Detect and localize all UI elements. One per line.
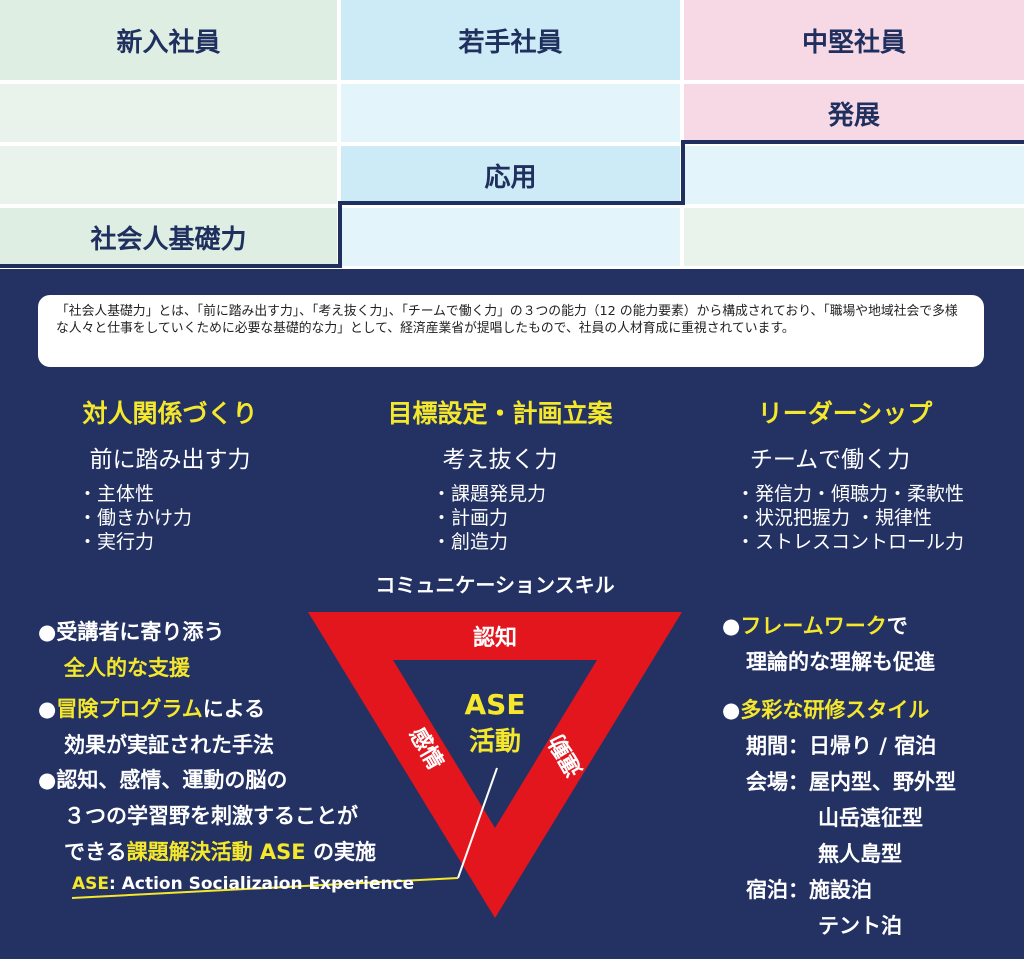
left-point-3-line3: できる課題解決活動 ASE の実施 bbox=[38, 834, 376, 870]
column-header-new-label: 新入社員 bbox=[116, 27, 221, 58]
adventure-program-text: 冒険プログラム bbox=[56, 697, 203, 721]
grid-cell bbox=[684, 208, 1024, 266]
list-item: ・計画力 bbox=[432, 507, 509, 529]
grid-cell bbox=[684, 146, 1024, 204]
list-item: ・ストレスコントロール力 bbox=[736, 531, 965, 553]
level-development: 発展 bbox=[684, 84, 1024, 142]
ability-items-list: ・課題発見力 ・計画力 ・創造力 bbox=[432, 482, 546, 554]
column-header-young-label: 若手社員 bbox=[458, 27, 563, 58]
staircase-line bbox=[0, 140, 1024, 268]
training-style-text: 多彩な研修スタイル bbox=[740, 698, 930, 722]
level-basic-label: 社会人基礎力 bbox=[90, 224, 247, 255]
right-point-1: ●フレームワークで 理論的な理解も促進 bbox=[722, 608, 935, 680]
training-venue: 会場：屋内型、野外型 bbox=[746, 770, 956, 794]
column-header-young: 若手社員 bbox=[341, 0, 680, 80]
column-header-new: 新入社員 bbox=[0, 0, 337, 80]
description-box: 「社会人基礎力」とは、「前に踏み出す力」、「考え抜く力」、「チームで働く力」の３… bbox=[38, 295, 984, 367]
left-point-1: ●受講者に寄り添う 全人的な支援 bbox=[38, 614, 224, 686]
left-point-3: ●認知、感情、運動の脳の ３つの学習野を刺激することが できる課題解決活動 AS… bbox=[38, 762, 376, 870]
level-application-label: 応用 bbox=[484, 162, 537, 193]
ase-activity-text: 課題解決活動 ASE bbox=[126, 840, 306, 864]
left-point-2-line2: 効果が実証された手法 bbox=[64, 733, 274, 757]
training-period: 期間：日帰り / 宿泊 bbox=[746, 734, 937, 758]
category-title-relationship: 対人関係づくり bbox=[82, 399, 258, 428]
right-point-1-suffix: で bbox=[886, 614, 908, 638]
bullet-dot: ● bbox=[722, 698, 741, 722]
training-venue-mountain: 山岳遠征型 bbox=[818, 806, 923, 830]
left-point-1-line2: 全人的な支援 bbox=[64, 656, 190, 680]
list-item: ・実行力 bbox=[78, 531, 155, 553]
category-title-goal-planning: 目標設定・計画立案 bbox=[387, 399, 613, 428]
ability-teamwork: チームで働く力 bbox=[749, 447, 911, 473]
list-item: ・主体性 bbox=[78, 483, 155, 505]
right-point-1-line2: 理論的な理解も促進 bbox=[746, 650, 935, 674]
list-item: ・発信力・傾聴力・柔軟性 bbox=[736, 483, 965, 505]
list-item: ・創造力 bbox=[432, 531, 509, 553]
ase-definition: ASE: Action Socializaion Experience bbox=[72, 874, 414, 894]
level-development-label: 発展 bbox=[827, 100, 880, 131]
column-header-mid: 中堅社員 bbox=[684, 0, 1024, 80]
left-point-1-line1: ●受講者に寄り添う bbox=[38, 620, 225, 644]
bullet-dot: ● bbox=[38, 697, 57, 721]
grid-cell bbox=[341, 208, 680, 266]
right-point-2-line1: ●多彩な研修スタイル bbox=[722, 692, 956, 728]
grid-cell bbox=[341, 84, 680, 142]
level-application: 応用 bbox=[341, 146, 680, 204]
left-point-3-line1: ●認知、感情、運動の脳の bbox=[38, 768, 288, 792]
list-item: ・状況把握力 ・規律性 bbox=[736, 507, 933, 529]
left-point-3-line2: ３つの学習野を刺激することが bbox=[64, 804, 358, 828]
right-point-1-line1: ●フレームワークで bbox=[722, 608, 935, 644]
ase-expansion: : Action Socializaion Experience bbox=[109, 874, 415, 894]
framework-text: フレームワーク bbox=[740, 614, 887, 638]
left-point-2-line1: ●冒険プログラムによる bbox=[38, 691, 274, 727]
list-item: ・働きかけ力 bbox=[78, 507, 193, 529]
ability-items-list: ・発信力・傾聴力・柔軟性 ・状況把握力 ・規律性 ・ストレスコントロール力 bbox=[736, 482, 964, 554]
column-header-mid-label: 中堅社員 bbox=[801, 27, 906, 58]
ability-items-list: ・主体性 ・働きかけ力 ・実行力 bbox=[78, 482, 192, 554]
grid-cell bbox=[0, 146, 337, 204]
training-venue-island: 無人島型 bbox=[818, 842, 902, 866]
description-text: 「社会人基礎力」とは、「前に踏み出す力」、「考え抜く力」、「チームで働く力」の３… bbox=[56, 304, 958, 336]
level-basic: 社会人基礎力 bbox=[0, 208, 337, 266]
left-point-3-prefix: できる bbox=[64, 840, 127, 864]
left-point-2-suffix: による bbox=[202, 697, 266, 721]
training-stay: 宿泊：施設泊 bbox=[746, 878, 872, 902]
grid-cell bbox=[0, 84, 337, 142]
ability-think-through: 考え抜く力 bbox=[442, 447, 558, 473]
training-stay-tent: テント泊 bbox=[818, 914, 902, 938]
left-point-2: ●冒険プログラムによる 効果が実証された手法 bbox=[38, 691, 274, 763]
list-item: ・課題発見力 bbox=[432, 483, 547, 505]
left-point-3-suffix: の実施 bbox=[305, 840, 376, 864]
category-title-leadership: リーダーシップ bbox=[757, 399, 933, 428]
ase-abbrev: ASE bbox=[72, 874, 110, 894]
ability-step-forward: 前に踏み出す力 bbox=[89, 447, 251, 473]
right-point-2: ●多彩な研修スタイル 期間：日帰り / 宿泊 会場：屋内型、野外型 山岳遠征型 … bbox=[722, 692, 956, 944]
bullet-dot: ● bbox=[722, 614, 741, 638]
